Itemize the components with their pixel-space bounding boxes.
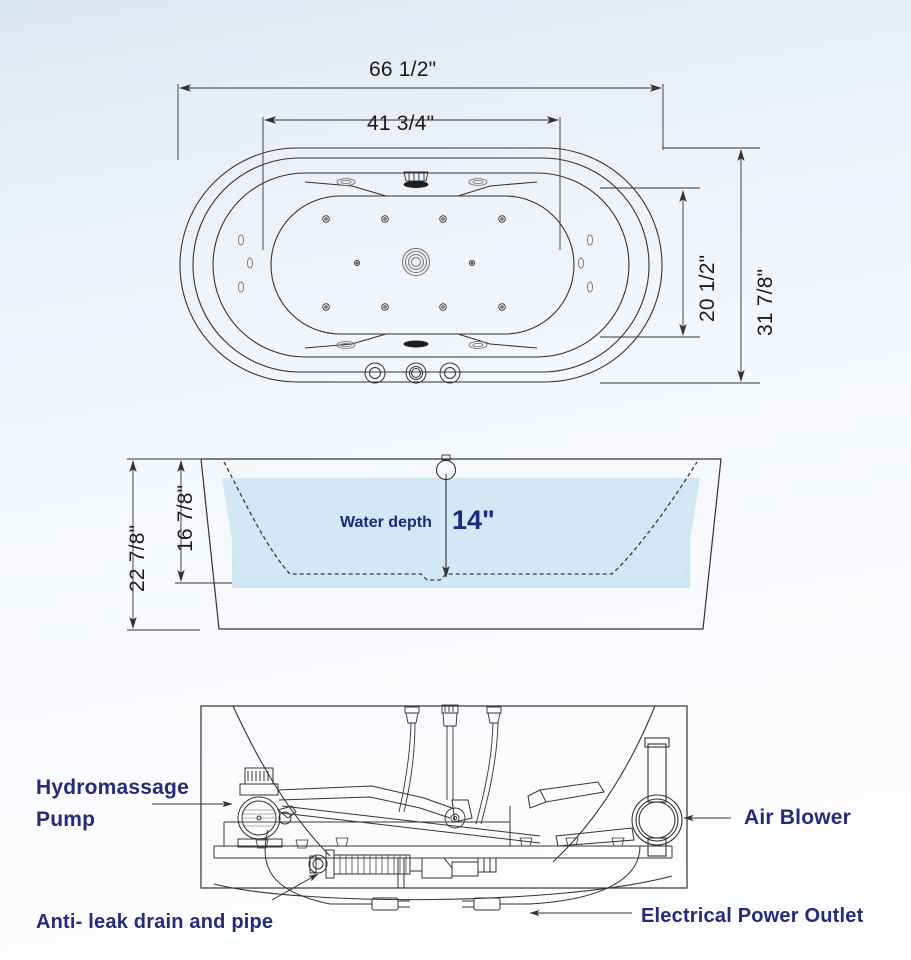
bottom-view-power-cords [264,829,641,911]
top-view-overflow [403,340,429,348]
top-view-tub-outline [179,147,663,383]
front-view-basin-profile [223,461,698,581]
front-view-faucet-detail [420,454,472,461]
bottom-view-pump-hoses [277,785,541,844]
callout-anti-leak-drain: Anti- leak drain and pipe [36,911,274,933]
callout-hydromassage-pump-line2: Pump [36,808,96,831]
top-view-air-jets [322,215,506,311]
top-view-drain [402,248,430,276]
dimension-overall-height: 22 7/8" [126,524,149,592]
top-view-dimension-lines [177,84,760,384]
bottom-view-pump [237,767,297,848]
front-view-depth-arrow [435,459,457,578]
callout-hydromassage-pump-line1: Hydromassage [36,776,189,799]
top-view-control-knobs [364,362,461,384]
water-depth-value: 14" [452,505,495,535]
bottom-view-blower-arm [527,781,635,847]
bottom-view-rail-fittings [255,837,625,849]
callout-electrical-power-outlet: Electrical Power Outlet [641,905,864,927]
dimension-interior-width: 20 1/2" [696,254,719,322]
water-depth-label: Water depth [340,514,432,531]
callout-leaders [152,800,731,917]
callout-air-blower: Air Blower [744,806,852,829]
bottom-view-drain-assembly [308,849,497,879]
top-view-faucet [403,171,429,188]
bottom-view-top-fittings [398,704,502,825]
top-view-side-jets [237,234,594,293]
bottom-view-frame-rails [213,806,673,888]
dimension-overall-length: 66 1/2" [369,58,437,81]
bottom-view-center-valve [444,807,466,829]
bottom-view-air-blower [631,737,683,857]
top-view-deck-jets [336,178,488,349]
dimension-overall-width: 31 7/8" [754,268,777,336]
dimension-interior-length: 41 3/4" [367,112,435,135]
dimension-interior-height: 16 7/8" [174,484,197,552]
